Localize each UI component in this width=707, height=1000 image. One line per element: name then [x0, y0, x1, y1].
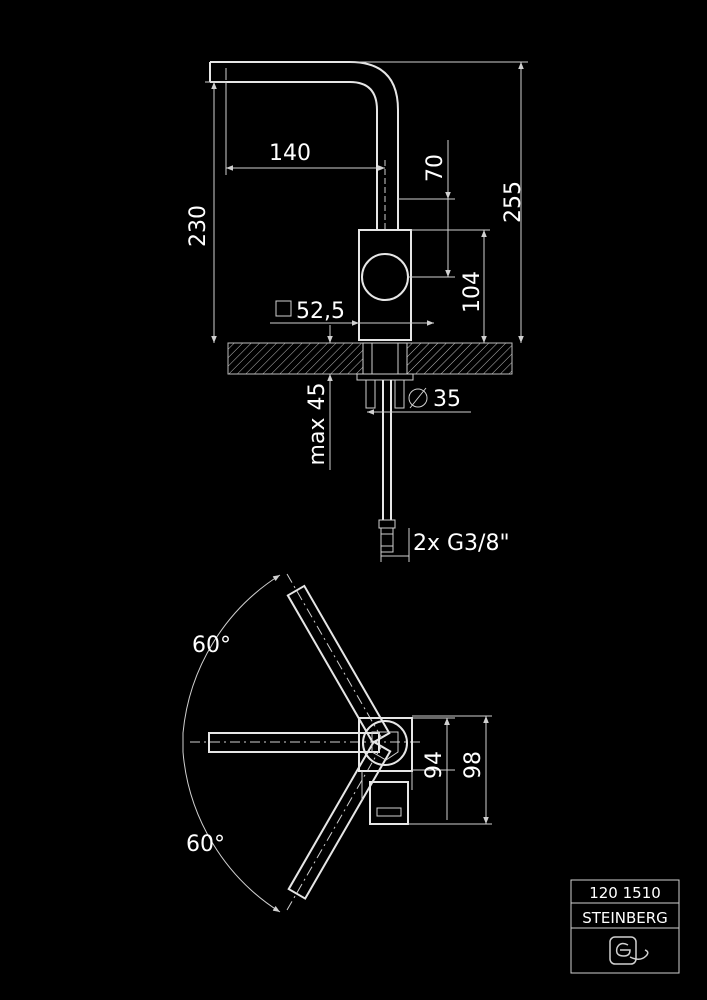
dim-width-outer: 98: [461, 751, 486, 779]
diameter-symbol: [408, 388, 428, 408]
dim-width-inner: 94: [422, 751, 447, 779]
lever-box: [369, 781, 409, 825]
top-view: 60° 60° 94 98: [182, 573, 492, 913]
dim-base-size: 52,5: [296, 299, 345, 324]
steinberg-logo-icon: [609, 936, 649, 965]
swivel-arc-lower: [182, 751, 281, 913]
dim-spout-reach: 140: [269, 141, 311, 166]
angle-lower: 60°: [186, 832, 225, 857]
dim-upper-offset: 70: [423, 154, 448, 182]
angle-upper: 60°: [192, 633, 231, 658]
base-plate: [358, 717, 413, 772]
spout-rotated-upper: [286, 740, 392, 911]
mounting-set: [356, 342, 414, 553]
dim-hole-diameter: 35: [433, 387, 461, 412]
front-view: 140 255 230 70 104 52,5 max 45: [186, 61, 528, 562]
handle-circle: [362, 720, 408, 766]
article-number: 120 1510: [589, 884, 661, 902]
dim-total-height: 255: [501, 181, 526, 223]
title-block: 120 1510 STEINBERG: [570, 879, 680, 974]
dim-spout-height: 230: [186, 205, 211, 247]
brand-name: STEINBERG: [582, 909, 668, 927]
swivel-arc-upper: [182, 574, 281, 734]
dim-body-height: 104: [460, 271, 485, 313]
spout-rotated-lower: [286, 573, 391, 745]
dim-max-thickness: max 45: [305, 383, 330, 466]
dim-connection: 2x G3/8": [413, 531, 510, 556]
square-symbol: [275, 300, 292, 317]
